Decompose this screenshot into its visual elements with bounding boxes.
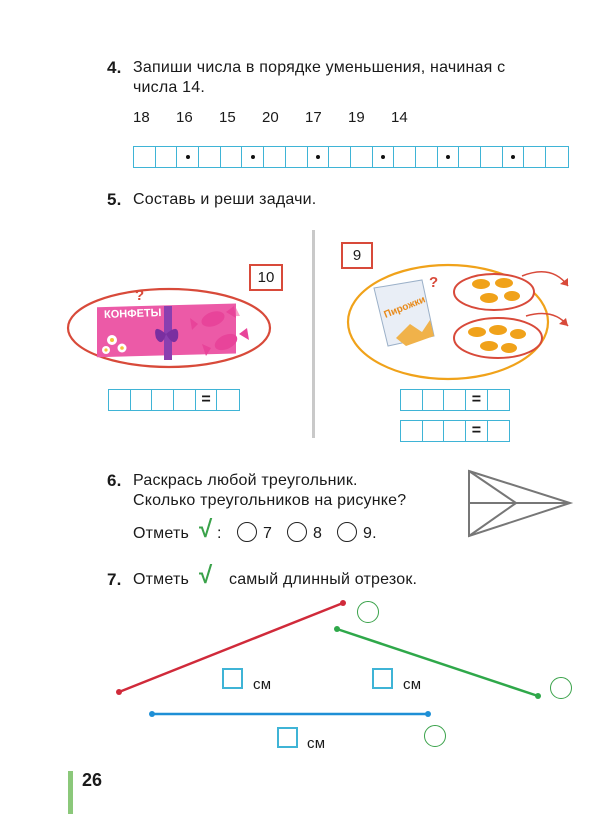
answer-cell[interactable] [423,390,445,410]
separator-cell [503,147,525,167]
task-5-text: Составь и реши задачи. [133,191,317,208]
answer-cell[interactable] [394,147,416,167]
answer-cell[interactable] [131,390,153,410]
task-7-mark-label: Отметь [133,571,190,588]
equals-cell: = [196,390,218,410]
candy-box-icon [97,303,240,360]
number-item: 14 [391,109,408,126]
unit-label: см [403,676,422,693]
triangles-figure[interactable] [466,468,576,540]
blue-segment-check-circle[interactable] [424,725,446,747]
green-length-input[interactable] [372,668,393,689]
answer-cell[interactable] [351,147,373,167]
answer-cell[interactable] [221,147,243,167]
number-item: 20 [262,109,279,126]
equals-cell: = [466,421,488,441]
left-oval-illustration [66,287,272,369]
task-4-answer-grid[interactable] [133,146,569,168]
answer-cell[interactable] [524,147,547,167]
task-6-number: 6. [107,471,122,490]
number-item: 17 [305,109,322,126]
candy-box-label: КОНФЕТЫ [103,307,162,321]
answer-cell[interactable] [444,390,467,410]
right-equation-grid-1[interactable]: = [400,389,511,411]
separator-cell [373,147,395,167]
task-5-number: 5. [107,190,122,209]
answer-cell[interactable] [481,147,503,167]
right-oval-illustration [346,263,569,381]
divider [312,230,315,438]
answer-cell[interactable] [444,421,467,441]
option-7-radio[interactable] [237,522,257,542]
separator-cell [242,147,265,167]
check-icon: √ [199,562,213,589]
question-mark: ? [135,287,145,304]
separator-cell [308,147,330,167]
task-4-number: 4. [107,58,122,77]
page-marker-bar [68,771,73,814]
check-icon: √ [199,516,213,543]
answer-cell[interactable] [488,421,510,441]
green-segment-check-circle[interactable] [550,677,572,699]
question-mark: ? [429,274,439,291]
number-item: 16 [176,109,193,126]
red-length-input[interactable] [222,668,243,689]
lower-group-icon [453,312,569,359]
number-item: 19 [348,109,365,126]
answer-cell[interactable] [423,421,445,441]
green-segment [336,627,539,698]
option-9-label: 9. [363,525,377,542]
answer-cell[interactable] [329,147,351,167]
candy-icon [202,328,249,356]
option-8-label: 8 [313,525,323,542]
answer-cell[interactable] [174,390,196,410]
answer-cell[interactable] [264,147,286,167]
unit-label: см [253,676,272,693]
candy-icon [190,306,236,330]
red-segment-check-circle[interactable] [357,601,379,623]
option-7-label: 7 [263,525,273,542]
task-6-text-line1: Раскрась любой треугольник. [133,472,358,489]
option-9-radio[interactable] [337,522,357,542]
upper-group-icon [453,271,569,311]
blue-length-input[interactable] [277,727,298,748]
segments-figure [116,600,541,717]
colon: : [217,525,222,542]
answer-cell[interactable] [152,390,175,410]
task-6-text-line2: Сколько треугольников на рисунке? [133,492,407,509]
answer-cell[interactable] [416,147,438,167]
answer-cell[interactable] [156,147,178,167]
number-item: 18 [133,109,150,126]
equals-cell: = [466,390,488,410]
answer-cell[interactable] [134,147,156,167]
page-number: 26 [82,770,103,790]
number-item: 15 [219,109,236,126]
task-4-text-line2: числа 14. [133,79,205,96]
answer-cell[interactable] [109,390,131,410]
answer-cell[interactable] [217,390,239,410]
task-7-text: самый длинный отрезок. [229,571,418,588]
separator-cell [177,147,200,167]
answer-cell[interactable] [488,390,510,410]
right-total-box: 9 [341,242,373,269]
unit-label: см [307,735,326,752]
separator-cell [438,147,460,167]
left-equation-grid[interactable]: = [108,389,241,411]
answer-cell[interactable] [286,147,308,167]
answer-cell[interactable] [401,390,423,410]
red-segment [118,601,344,694]
right-equation-grid-2[interactable]: = [400,420,511,442]
task-4-text-line1: Запиши числа в порядке уменьшения, начин… [133,59,506,76]
task-6-mark-label: Отметь [133,525,190,542]
pie-bag-icon [373,279,435,347]
left-total-box: 10 [249,264,283,291]
answer-cell[interactable] [401,421,423,441]
task-7-number: 7. [107,570,122,589]
answer-cell[interactable] [199,147,221,167]
option-8-radio[interactable] [287,522,307,542]
answer-cell[interactable] [459,147,481,167]
answer-cell[interactable] [546,147,568,167]
